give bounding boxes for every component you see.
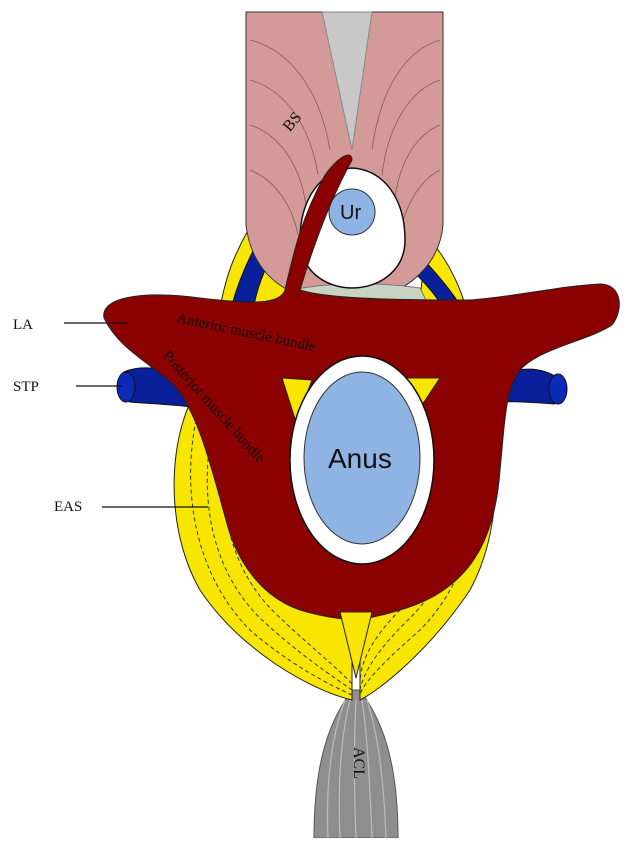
stp-right-end (549, 374, 567, 404)
label-stp: STP (13, 379, 39, 395)
label-anus: Anus (328, 443, 392, 474)
label-la: LA (13, 317, 33, 333)
label-ur: Ur (340, 202, 361, 224)
stp-left-end (117, 372, 135, 402)
label-eas: EAS (54, 499, 82, 515)
label-acl: ACL (350, 747, 367, 779)
